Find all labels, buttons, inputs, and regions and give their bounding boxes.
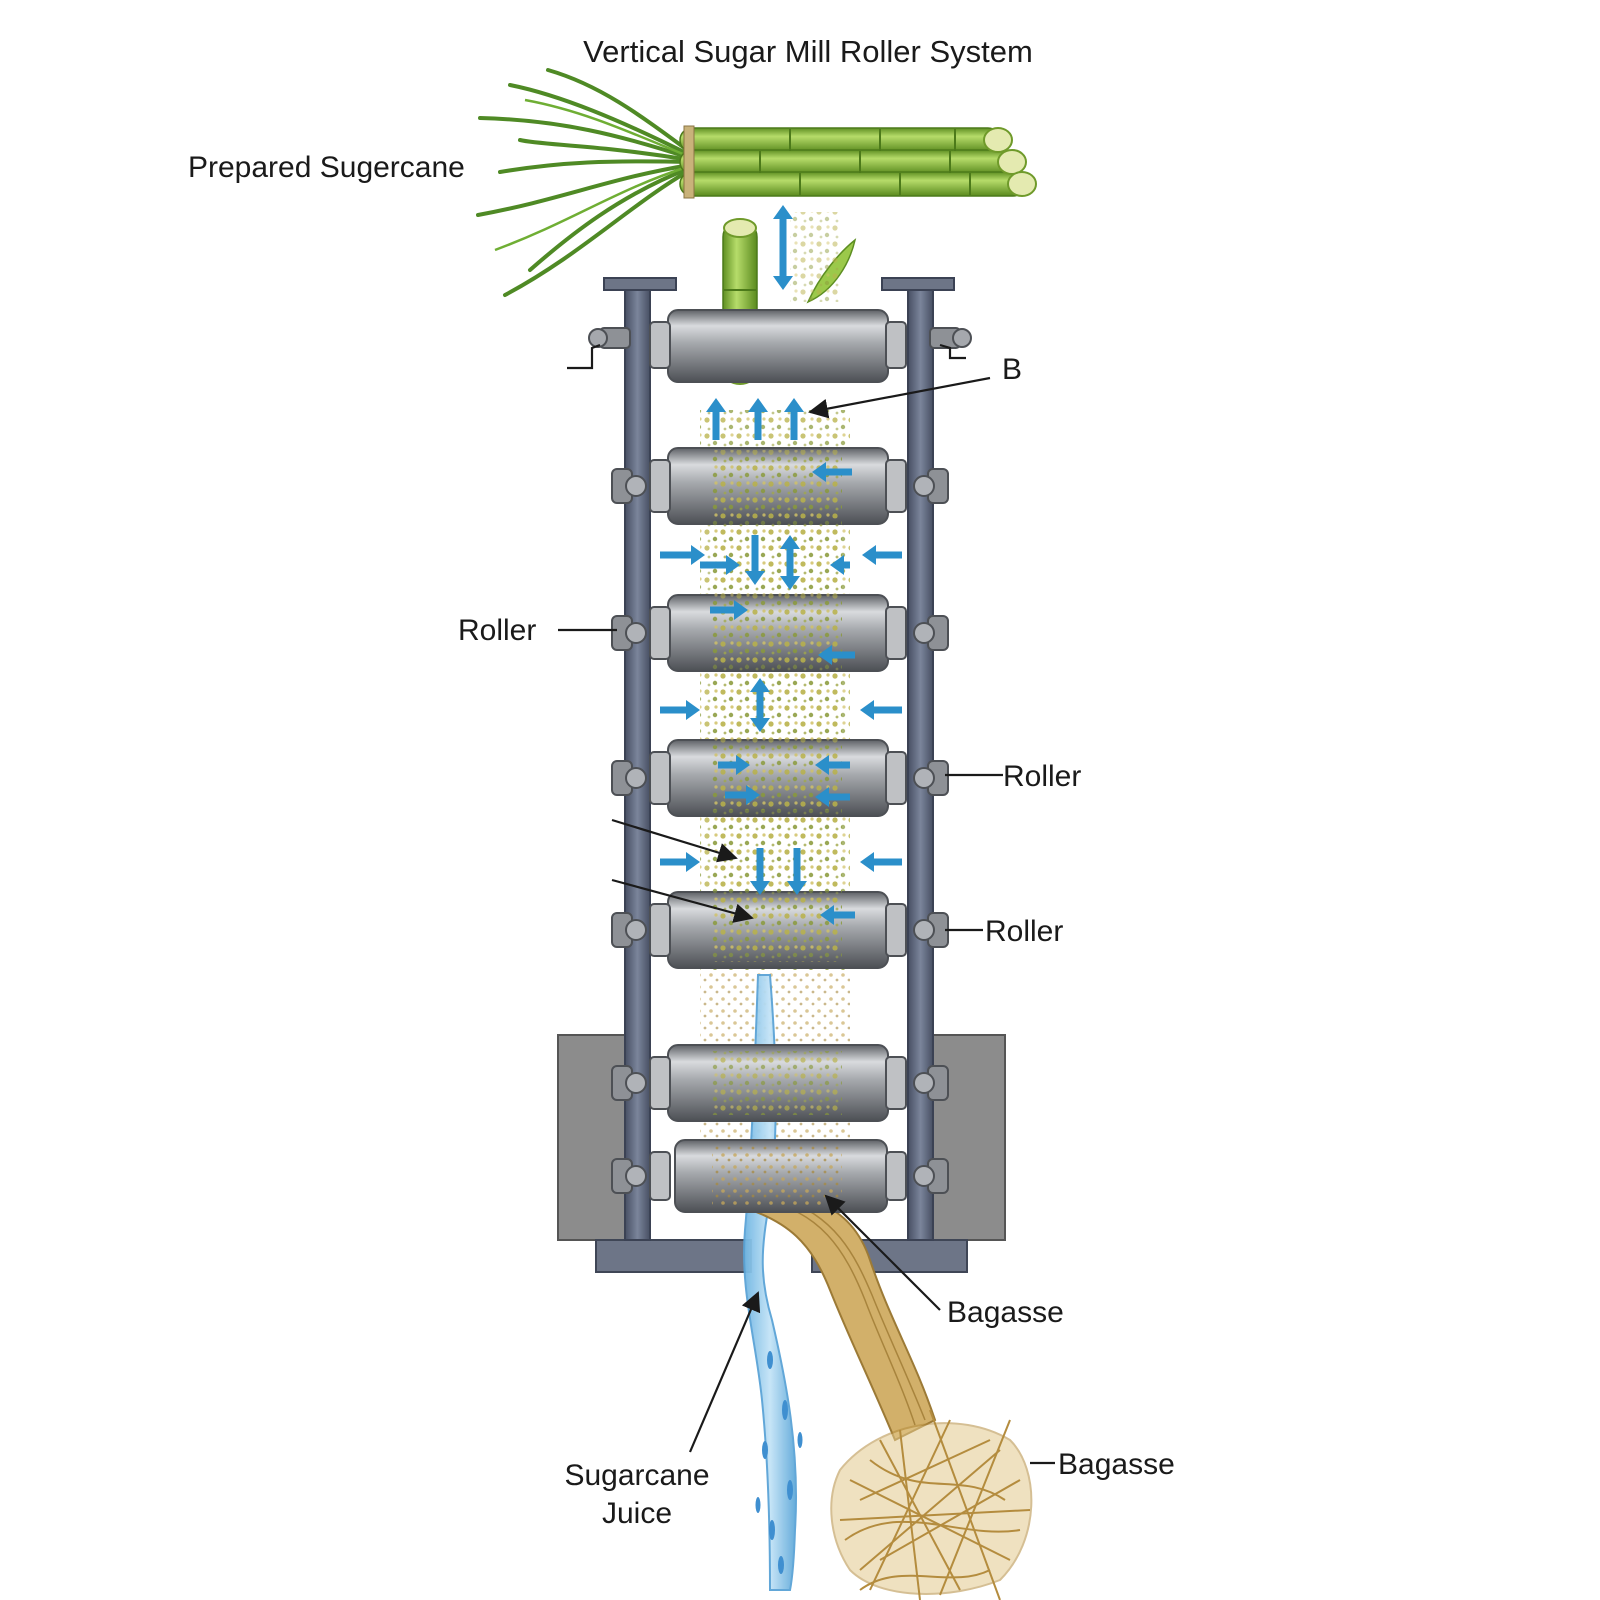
label-b: B — [1002, 353, 1022, 386]
sugarcane-bundle — [476, 68, 1037, 297]
diagram-title: Vertical Sugar Mill Roller System — [583, 34, 1033, 69]
label-roller-right-2: Roller — [985, 915, 1063, 948]
label-roller-right-1: Roller — [1003, 760, 1081, 793]
roller-stack — [588, 309, 972, 383]
label-juice-line2: Juice — [602, 1497, 672, 1530]
roller-7 — [611, 1139, 949, 1213]
label-roller-left: Roller — [458, 614, 536, 647]
debris-top — [790, 212, 840, 302]
flow-arrows — [660, 205, 902, 925]
roller-1 — [588, 309, 972, 383]
bagasse-pile — [830, 1409, 1033, 1600]
bagasse-stream — [734, 1192, 937, 1442]
label-bagasse-2: Bagasse — [1058, 1448, 1175, 1481]
leader-lines — [558, 343, 1055, 1465]
mill-housing — [557, 1034, 1006, 1273]
label-juice-line1: Sugarcane — [564, 1459, 709, 1492]
label-bagasse-1: Bagasse — [947, 1296, 1064, 1329]
roller-6 — [611, 1044, 949, 1122]
crushed-cane-overlay — [712, 450, 842, 950]
label-prepared-sugarcane: Prepared Sugercane — [188, 151, 465, 184]
